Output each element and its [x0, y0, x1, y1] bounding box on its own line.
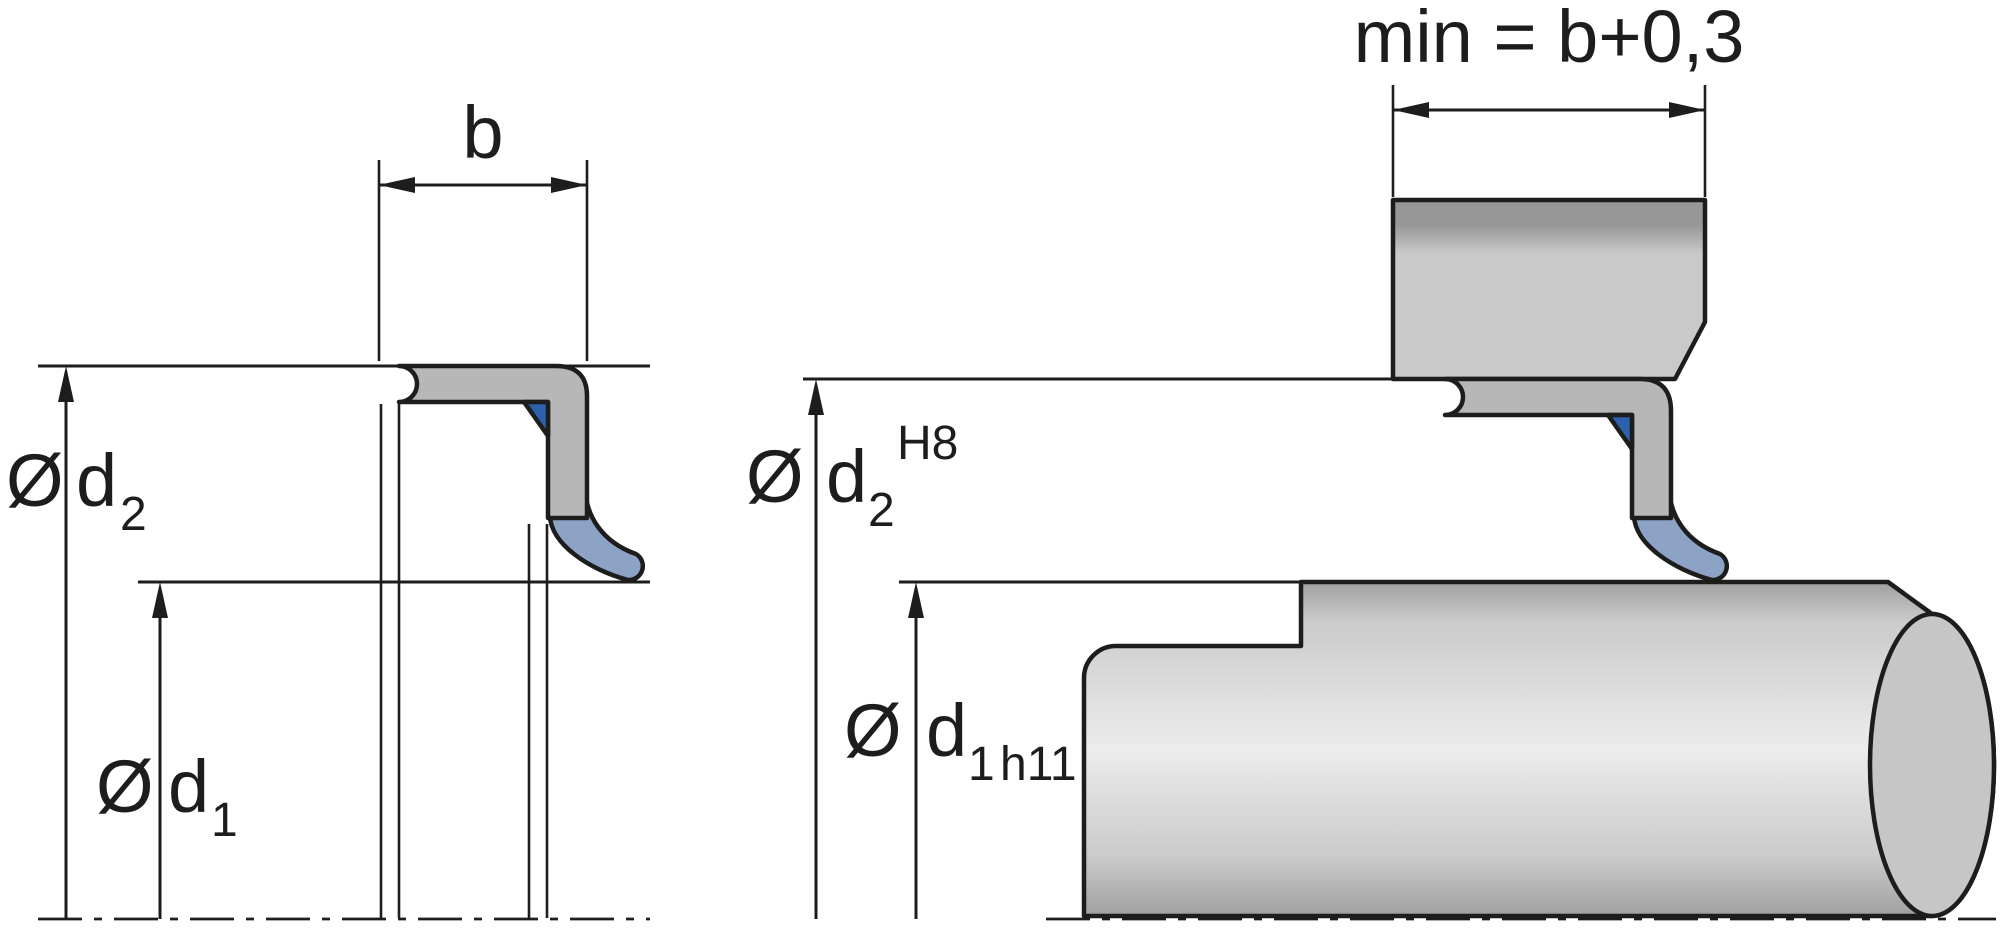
d1-diameter-symbol: Ø [96, 745, 154, 828]
bore-tolerance: H8 [897, 417, 958, 470]
bore-subscript: 2 [868, 484, 895, 537]
shaft-diameter-symbol: Ø [844, 689, 902, 772]
b-dimension-label: b [462, 91, 503, 174]
d2-subscript: 2 [120, 488, 147, 541]
d2-arrowhead [58, 366, 74, 402]
seal-metal-case-section [396, 363, 590, 521]
d1-arrowhead [152, 582, 168, 618]
d1-letter: d [168, 745, 209, 828]
bore-letter: d [826, 435, 867, 518]
seal-profile-view: b Ø d 2 Ø d 1 [6, 91, 650, 921]
elastomer-bond-section [521, 399, 551, 439]
d1-subscript: 1 [211, 794, 238, 847]
b-arrowhead-left [379, 177, 415, 193]
groove-arrowhead-right [1669, 102, 1705, 118]
shaft-end-face [1867, 611, 1997, 919]
groove-width-label: min = b+0,3 [1354, 0, 1745, 78]
shaft [1081, 579, 1997, 919]
shaft-letter: d [926, 689, 967, 772]
b-arrowhead-right [551, 177, 587, 193]
shaft-subscript: 1 [968, 738, 995, 791]
d2-diameter-symbol: Ø [6, 439, 64, 522]
shaft-arrowhead [908, 582, 924, 618]
shaft-tolerance: h11 [1000, 738, 1077, 791]
housing-section [1390, 197, 1708, 382]
bore-arrowhead [808, 379, 824, 415]
installation-view: min = b+0,3 Ø d 2 H8 Ø d 1 h11 [746, 0, 1997, 921]
installed-elastomer-bond [1605, 412, 1635, 452]
d2-letter: d [76, 439, 117, 522]
groove-arrowhead-left [1393, 102, 1429, 118]
installed-seal-metal-case [1442, 376, 1674, 521]
bore-diameter-symbol: Ø [746, 435, 804, 518]
